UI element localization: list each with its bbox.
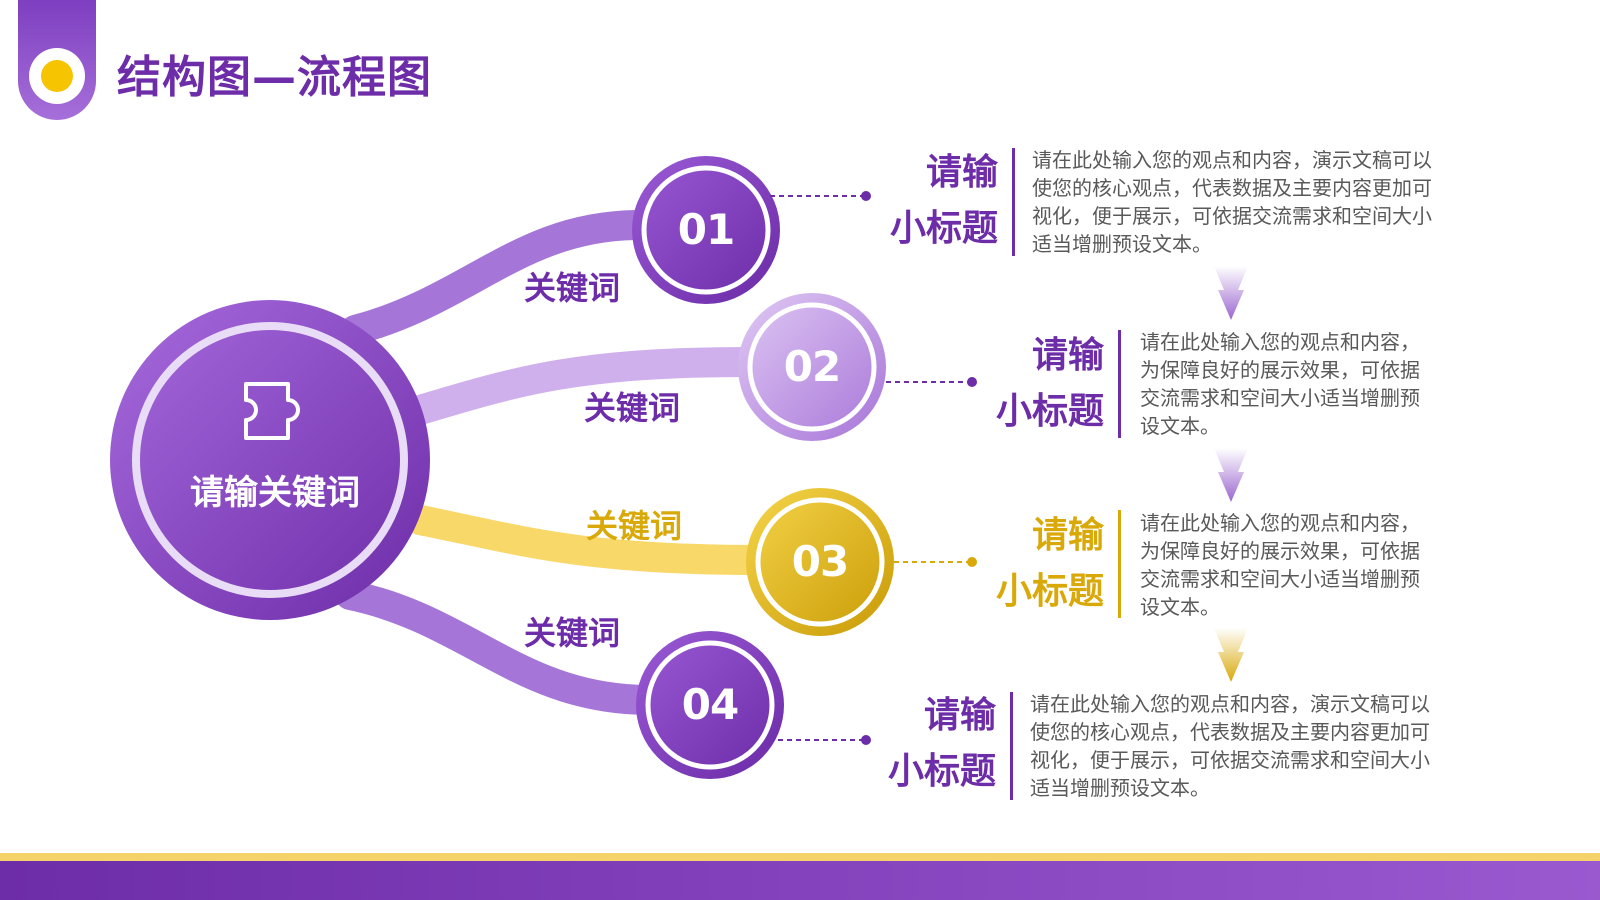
- subtitle-03-line2: 小标题: [995, 571, 1104, 612]
- leader-02: [886, 377, 977, 387]
- puzzle-icon: [244, 382, 300, 440]
- down-arrow-icon: [1214, 628, 1248, 682]
- subtitle-04: 请输 小标题: [876, 688, 996, 800]
- description-03: 请在此处输入您的观点和内容，为保障良好的展示效果，可依据交流需求和空间大小适当增…: [1140, 511, 1420, 619]
- center-circle: [110, 300, 430, 620]
- subtitle-04-line1: 请输: [923, 695, 996, 736]
- header-dot: [41, 60, 73, 92]
- description-01: 请在此处输入您的观点和内容，演示文稿可以使您的核心观点，代表数据及主要内容更加可…: [1032, 148, 1432, 256]
- down-arrow-icon: [1214, 448, 1248, 502]
- connector-04: [335, 580, 665, 715]
- keyword-01: 关键词: [524, 269, 621, 307]
- subtitle-02-line1: 请输: [1031, 335, 1104, 376]
- connector-03: [405, 505, 775, 575]
- down-arrow-icon: [1214, 266, 1248, 320]
- subtitle-02-line2: 小标题: [995, 391, 1104, 432]
- description-02: 请在此处输入您的观点和内容，为保障良好的展示效果，可依据交流需求和空间大小适当增…: [1140, 330, 1420, 438]
- step-number-04: 04: [681, 680, 739, 729]
- subtitle-01: 请输 小标题: [878, 145, 998, 257]
- step-circle-03: [746, 488, 894, 636]
- subtitle-02: 请输 小标题: [984, 328, 1104, 440]
- subtitle-04-line2: 小标题: [887, 751, 996, 792]
- keyword-03: 关键词: [586, 507, 683, 545]
- center-label: 请输关键词: [190, 473, 360, 513]
- separator-02: [1118, 330, 1121, 438]
- subtitle-01-line2: 小标题: [889, 208, 998, 249]
- subtitle-03-line1: 请输: [1031, 515, 1104, 556]
- keyword-04: 关键词: [524, 614, 621, 652]
- subtitle-01-line1: 请输: [925, 152, 998, 193]
- step-circle-04: [636, 631, 784, 779]
- separator-01: [1012, 148, 1015, 256]
- step-circle-02: [738, 293, 886, 441]
- step-number-02: 02: [783, 342, 841, 391]
- center-ring: [132, 322, 408, 598]
- separator-03: [1118, 510, 1121, 618]
- keyword-02: 关键词: [584, 389, 681, 427]
- description-04: 请在此处输入您的观点和内容，演示文稿可以使您的核心观点，代表数据及主要内容更加可…: [1030, 692, 1430, 800]
- footer-bar: [0, 861, 1600, 900]
- connector-01: [340, 210, 655, 345]
- leader-01: [770, 191, 871, 201]
- footer-accent-bar: [0, 853, 1600, 861]
- separator-04: [1010, 692, 1013, 800]
- step-circle-01: [632, 156, 780, 304]
- step-number-03: 03: [791, 537, 849, 586]
- leader-03: [894, 557, 977, 567]
- connector-02: [405, 347, 765, 425]
- page-title: 结构图—流程图: [117, 52, 432, 103]
- leader-04: [778, 735, 871, 745]
- subtitle-03: 请输 小标题: [984, 508, 1104, 620]
- step-number-01: 01: [677, 205, 735, 254]
